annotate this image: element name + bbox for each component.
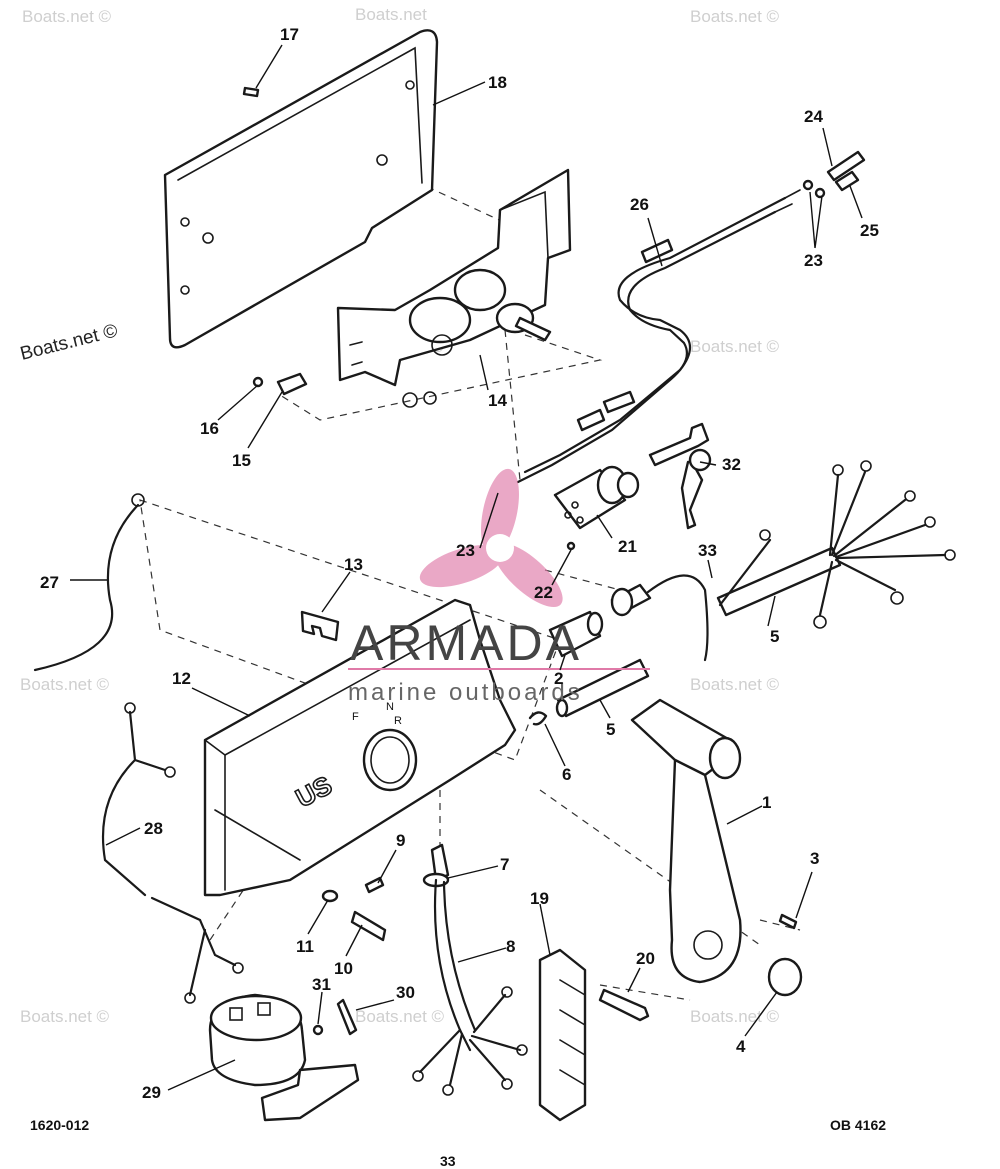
watermark-bottom-left: Boats.net © xyxy=(20,1007,110,1026)
cap-4 xyxy=(767,957,803,997)
callout-7: 7 xyxy=(500,855,509,874)
callout-30: 30 xyxy=(396,983,415,1002)
callout-18: 18 xyxy=(488,73,507,92)
leader-lines xyxy=(70,44,863,1091)
callout-4: 4 xyxy=(736,1037,746,1056)
small-hardware-top xyxy=(242,86,308,396)
screw-30 xyxy=(336,998,358,1036)
callout-19: 19 xyxy=(530,889,549,908)
callout-12: 12 xyxy=(172,669,191,688)
cable-ends xyxy=(802,150,866,199)
retaining-clip xyxy=(528,711,548,726)
watermark-mid-right: Boats.net © xyxy=(690,337,780,356)
callout-15: 15 xyxy=(232,451,251,470)
callout-28: 28 xyxy=(144,819,163,838)
callout-26: 26 xyxy=(630,195,649,214)
ignition-keys xyxy=(648,422,712,530)
push-switch xyxy=(548,610,650,718)
drawing-code: OB 4162 xyxy=(830,1117,886,1133)
callout-6: 6 xyxy=(562,765,571,784)
callout-22: 22 xyxy=(534,583,553,602)
callout-17: 17 xyxy=(280,25,299,44)
callout-5-harness: 5 xyxy=(770,627,779,646)
roll-pin xyxy=(778,913,798,930)
watermark-bottom-center: Boats.net © xyxy=(355,1007,445,1026)
small-nut-22 xyxy=(566,541,576,551)
callout-16: 16 xyxy=(200,419,219,438)
callout-9: 9 xyxy=(396,831,405,850)
neutral-switch-harness xyxy=(412,843,528,1096)
watermark-right-mid: Boats.net © xyxy=(690,675,780,694)
callout-31: 31 xyxy=(312,975,331,994)
watermark-bottom-right: Boats.net © xyxy=(690,1007,780,1026)
fasteners xyxy=(321,876,387,942)
nut-31 xyxy=(312,1024,324,1036)
terminal-block xyxy=(538,948,587,1122)
callout-3: 3 xyxy=(810,849,819,868)
warning-horn xyxy=(208,993,360,1122)
watermark-top-center: Boats.net xyxy=(355,5,427,24)
watermark-top-right: Boats.net © xyxy=(690,7,780,26)
callout-1: 1 xyxy=(762,793,771,812)
brand-underline xyxy=(348,668,650,670)
callout-20: 20 xyxy=(636,949,655,968)
screw-20 xyxy=(598,988,650,1022)
callout-33: 33 xyxy=(698,541,717,560)
figure-code: 1620-012 xyxy=(30,1117,89,1133)
brand-tagline: marine outboards xyxy=(348,679,583,706)
shift-mark-n: N xyxy=(386,701,394,713)
brand-name: ARMADA xyxy=(350,615,582,671)
page-number: 33 xyxy=(440,1153,456,1169)
ignition-switch xyxy=(553,465,640,530)
callout-27: 27 xyxy=(40,573,59,592)
spring-clip xyxy=(300,610,340,642)
callout-13: 13 xyxy=(344,555,363,574)
wiring-harness xyxy=(716,460,956,629)
mounting-plate xyxy=(163,29,439,349)
callout-8: 8 xyxy=(506,937,515,956)
callout-24: 24 xyxy=(804,107,823,126)
control-mechanism xyxy=(336,168,572,408)
watermark-top-left: Boats.net © xyxy=(22,7,112,26)
brand-watermark: ARMADA marine outboards xyxy=(348,468,650,706)
callout-21: 21 xyxy=(618,537,637,556)
callout-11: 11 xyxy=(296,937,314,956)
callout-10: 10 xyxy=(334,959,353,978)
callout-23-mid: 23 xyxy=(456,541,475,560)
lamp-assembly xyxy=(610,574,709,662)
callout-23-top: 23 xyxy=(804,251,823,270)
callout-2: 2 xyxy=(554,669,563,688)
control-housing: US F N R xyxy=(203,598,517,897)
callout-5-sleeve: 5 xyxy=(606,720,615,739)
callout-14: 14 xyxy=(488,391,507,410)
callout-29: 29 xyxy=(142,1083,161,1102)
ground-wires xyxy=(33,493,244,1004)
propeller-logo xyxy=(419,468,563,608)
control-handle xyxy=(630,698,742,984)
shift-mark-f: F xyxy=(352,711,359,723)
callout-numbers: 17 18 16 15 14 26 24 25 23 32 23 21 22 3… xyxy=(40,25,879,1102)
shift-mark-r: R xyxy=(394,715,402,727)
watermark-dark: Boats.net © xyxy=(18,320,120,364)
callout-25: 25 xyxy=(860,221,879,240)
watermark-left-mid: Boats.net © xyxy=(20,675,110,694)
footer: 1620-012 OB 4162 33 xyxy=(30,1117,886,1169)
callout-32: 32 xyxy=(722,455,741,474)
